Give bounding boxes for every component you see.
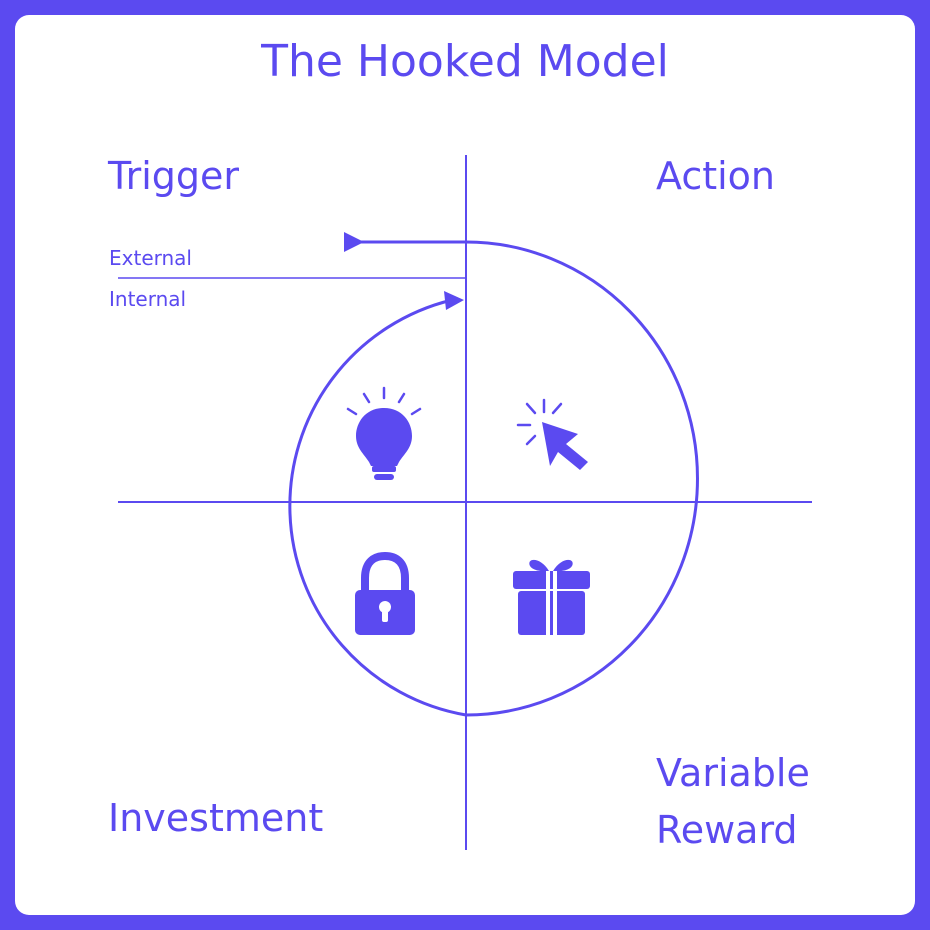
variable-reward-line1: Variable: [656, 751, 810, 795]
lightbulb-icon: [346, 386, 422, 480]
quadrant-label-variable-reward: Variable Reward: [656, 745, 810, 859]
padlock-icon: [355, 551, 415, 635]
internal-trigger-label: Internal: [109, 287, 187, 311]
cursor-click-icon: [516, 398, 588, 470]
external-arrowhead: [344, 232, 364, 252]
diagram-title: The Hooked Model: [261, 36, 669, 87]
quadrant-label-trigger: Trigger: [108, 154, 240, 198]
gift-icon: [513, 559, 590, 635]
internal-arrowhead: [444, 291, 464, 310]
variable-reward-line2: Reward: [656, 808, 798, 852]
hook-loop-path: [288, 240, 699, 717]
external-trigger-label: External: [109, 246, 192, 270]
quadrant-label-investment: Investment: [108, 796, 324, 840]
quadrant-label-action: Action: [656, 154, 776, 198]
